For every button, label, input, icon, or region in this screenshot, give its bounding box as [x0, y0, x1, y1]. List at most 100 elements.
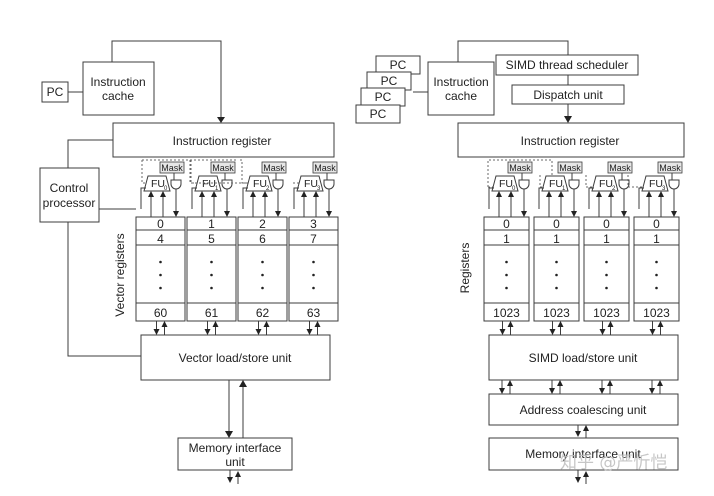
register-column-frame — [135, 216, 186, 322]
fu-wire — [140, 187, 146, 209]
register-last: 61 — [205, 306, 219, 320]
ellipsis-dot — [655, 273, 658, 277]
arrow-down-icon — [621, 211, 627, 217]
ellipsis-dot — [505, 273, 508, 277]
mask-label: Mask — [161, 163, 183, 173]
ellipsis-dot — [159, 286, 162, 290]
mask-path — [240, 159, 250, 184]
register-second: 1 — [653, 232, 660, 246]
register-last: 60 — [154, 306, 168, 320]
arrow-down-icon — [499, 388, 505, 394]
fu-shape — [245, 175, 273, 192]
arrow-up-icon — [607, 321, 614, 327]
arrow-up-icon — [657, 380, 663, 386]
register-second: 7 — [310, 232, 317, 246]
pc-box: PC — [366, 71, 412, 91]
register-second: 1 — [603, 232, 610, 246]
ellipsis-dot — [505, 286, 508, 290]
dispatch-label: Dispatch unit — [533, 88, 603, 102]
arrow-up-icon — [607, 380, 613, 386]
mask-box — [507, 161, 533, 174]
simd-load-store-label: SIMD load/store unit — [529, 351, 638, 365]
fu-label: FU — [499, 178, 513, 190]
arrow-down-icon — [649, 388, 655, 394]
ellipsis-dot — [159, 273, 162, 277]
ellipsis-dot — [210, 286, 213, 290]
mask-gate — [618, 179, 630, 190]
control-processor-line1: Control — [50, 181, 89, 195]
arrow-up-icon — [646, 191, 652, 197]
fu-wire — [588, 187, 594, 209]
address-coalescing-label: Address coalescing unit — [520, 403, 647, 417]
register-second: 4 — [157, 232, 164, 246]
mask-label: Mask — [263, 163, 285, 173]
register-first: 0 — [553, 217, 560, 231]
arrow-up-icon — [608, 191, 614, 197]
arrow-up-icon — [313, 191, 319, 197]
ellipsis-dot — [312, 273, 315, 277]
icache-label-line1: Instruction — [90, 75, 145, 89]
ellipsis-dot — [261, 286, 264, 290]
control-processor: Control processor — [39, 167, 100, 223]
pc-label: PC — [390, 58, 407, 72]
fu-shape — [296, 175, 324, 192]
fu-subscript: 0 — [164, 186, 168, 192]
register-column-frame — [483, 216, 530, 322]
fu-wire — [242, 187, 248, 209]
fu-wire — [538, 187, 544, 209]
register-first: 0 — [603, 217, 610, 231]
ellipsis-dot — [555, 273, 558, 277]
pc-box: PC — [41, 81, 69, 103]
arrow-up-icon — [546, 191, 552, 197]
fu-subscript: 1 — [562, 186, 566, 192]
instruction-register: Instruction register — [457, 122, 685, 158]
watermark: 知乎 @严忻恺 — [560, 453, 667, 473]
mask-path — [627, 175, 646, 188]
arrow-down-icon — [153, 329, 160, 335]
mask-gate — [221, 179, 233, 190]
arrow-up-icon — [507, 380, 513, 386]
arrow-down-icon — [599, 388, 605, 394]
ellipsis-dot — [159, 260, 162, 264]
register-first: 2 — [259, 217, 266, 231]
mask-gate — [170, 179, 182, 190]
lsu-coalescing-arrows — [499, 380, 663, 394]
ellipsis-dot — [312, 260, 315, 264]
mask-box — [312, 161, 338, 174]
arrow-down-icon — [255, 329, 262, 335]
instruction-register-label: Instruction register — [173, 134, 272, 148]
mask-label: Mask — [659, 163, 681, 173]
arrow-up-icon — [558, 191, 564, 197]
mask-path — [585, 175, 596, 188]
icache-label-line2: cache — [102, 89, 134, 103]
mask-gate — [668, 179, 680, 190]
fu-label: FU — [599, 178, 613, 190]
arrow-down-icon — [599, 329, 606, 335]
arrow-up-icon — [314, 321, 321, 327]
mask-label: Mask — [609, 163, 631, 173]
pc-box: PC — [355, 104, 401, 124]
fu-subscript: 3 — [662, 186, 666, 192]
register-second: 6 — [259, 232, 266, 246]
arrow-up-icon — [263, 321, 270, 327]
register-last: 63 — [307, 306, 321, 320]
fu-wire — [488, 187, 494, 209]
register-column-frame — [583, 216, 630, 322]
register-column-frame — [288, 216, 339, 322]
register-last: 1023 — [493, 306, 520, 320]
memory-interface-unit: Memory interface unit — [488, 437, 679, 471]
arrow-down-icon — [521, 211, 527, 217]
scheduler-label: SIMD thread scheduler — [506, 58, 629, 72]
arrow-up-icon — [161, 321, 168, 327]
